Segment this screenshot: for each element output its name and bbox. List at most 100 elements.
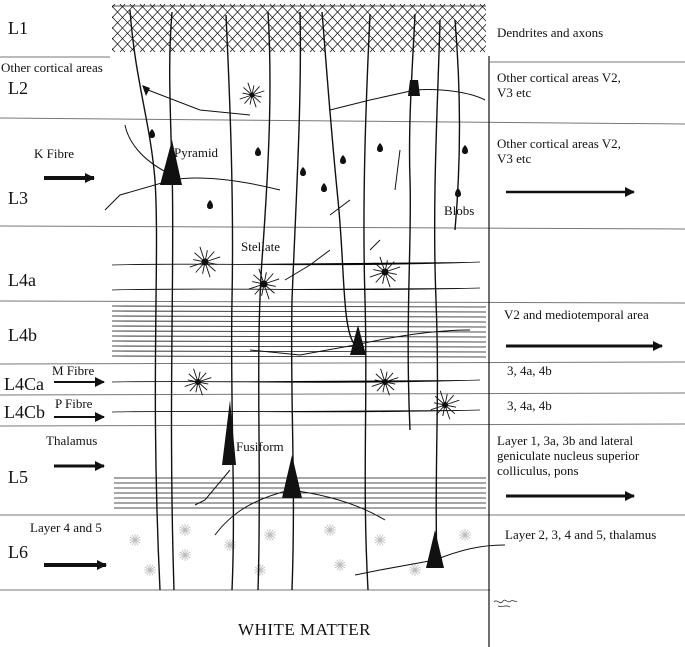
boundary-l4ca-l4cb	[0, 392, 685, 396]
branch-dendrites	[104, 89, 506, 576]
stellate-ray	[261, 283, 265, 296]
layer-label-l5: L5	[8, 467, 28, 487]
stellate-ray	[384, 271, 397, 275]
artist-signature	[493, 599, 518, 608]
layer-label-l6: L6	[8, 542, 28, 562]
stellate-ray	[263, 283, 276, 287]
stellate-ray	[195, 261, 206, 273]
l4b-pyramid-cell	[350, 325, 366, 355]
label-stellate: Stellate	[241, 239, 280, 254]
boundary-l4b-l4ca	[0, 361, 685, 365]
stellate-ray	[380, 368, 386, 383]
output-l6: Layer 2, 3, 4 and 5, thalamus	[505, 527, 657, 542]
boundary-l4cb-l5	[0, 423, 685, 427]
stellate-ray	[369, 271, 386, 278]
l4b-fibre-line	[111, 325, 487, 328]
blob-drop	[255, 147, 261, 156]
stellate-ray	[439, 390, 446, 406]
l6-stars	[129, 524, 471, 576]
stellate-ray	[263, 278, 280, 285]
stellate-ray	[376, 381, 386, 392]
layer-boundaries	[0, 56, 685, 591]
stellate-ray	[249, 94, 253, 105]
layer-label-l3: L3	[8, 188, 28, 208]
l4b-fibre-line	[111, 340, 487, 343]
blob-drop	[300, 167, 306, 176]
stellate-ray	[251, 90, 265, 96]
blob-drop	[321, 183, 327, 192]
l6-star-ray	[264, 531, 276, 539]
stellate-ray	[371, 381, 386, 387]
l6-star-ray	[254, 566, 266, 574]
stellate-ray	[248, 283, 265, 290]
stellate-ray	[263, 272, 267, 285]
stellate-ray	[444, 404, 456, 415]
l5-pyramid-cell	[282, 455, 302, 498]
l4b-fibre-line	[111, 320, 487, 323]
input-arrows	[44, 173, 107, 570]
horizontal-fibres	[111, 261, 481, 413]
stellate-ray	[263, 283, 275, 294]
l4b-fibre-line	[111, 315, 487, 318]
stellate-rays	[184, 82, 460, 420]
output-arrows	[506, 187, 663, 501]
boundary-l4a-l4b	[0, 300, 685, 304]
stellate-ray	[444, 404, 451, 420]
stellate-ray	[384, 381, 390, 396]
input-layer-4-and-5: Layer 4 and 5	[30, 520, 102, 535]
l4b-fibre-line	[111, 355, 487, 358]
stellate-ray	[373, 269, 386, 273]
stellate-ray	[243, 87, 253, 96]
stellate-ray	[384, 371, 388, 383]
stellate-ray	[197, 381, 203, 396]
input-other-cortical-areas: Other cortical areas	[1, 60, 103, 75]
input-m-fibre: M Fibre	[52, 363, 95, 378]
output-l1: Dendrites and axons	[497, 25, 604, 40]
label-pyramid: Pyramid	[174, 145, 219, 160]
blob-drop	[340, 155, 346, 164]
l4b-fibre-line	[111, 335, 487, 338]
stellate-ray	[384, 271, 391, 288]
blob-drop	[377, 143, 383, 152]
stellate-ray	[247, 82, 253, 96]
stellate-ray	[251, 94, 261, 103]
apical-dendrites	[129, 9, 461, 591]
l6-star-ray	[334, 561, 346, 569]
stellate-ray	[444, 404, 457, 408]
l6-star-ray	[374, 536, 386, 544]
l6-star-ray	[179, 551, 191, 559]
stellate-ray	[384, 271, 396, 282]
stellate-ray	[444, 394, 455, 406]
stellate-ray	[204, 250, 208, 263]
blobs	[149, 129, 468, 209]
stellate-ray	[199, 246, 206, 263]
stellate-ray	[197, 371, 201, 383]
stellate-ray	[375, 271, 386, 283]
l6-star-ray	[179, 526, 191, 534]
stellate-ray	[384, 260, 388, 273]
stellate-ray	[204, 251, 215, 263]
stellate-ray	[197, 372, 207, 383]
blob-drop	[149, 129, 155, 138]
boundary-l2-l3	[0, 117, 685, 125]
stellate-ray	[242, 92, 253, 96]
stellate-ray	[252, 281, 265, 285]
stellate-ray	[384, 381, 396, 385]
stellate-ray	[197, 381, 209, 385]
l6-star-ray	[459, 531, 471, 539]
label-blobs: Blobs	[444, 203, 475, 218]
output-l4b: V2 and mediotemporal area	[504, 307, 649, 322]
input-k-fibre: K Fibre	[34, 146, 75, 161]
stellate-ray	[430, 404, 446, 411]
stellate-ray	[384, 381, 395, 391]
stellate-ray	[384, 266, 401, 273]
stellate-ray	[263, 283, 270, 300]
output-l3: Other cortical areas V2, V3 etc	[497, 136, 621, 166]
output-l5: Layer 1, 3a, 3b and lateral geniculate n…	[497, 433, 640, 478]
fusiform-cell	[222, 400, 236, 465]
l4b-fibre-line	[111, 310, 487, 313]
stellate-ray	[197, 381, 208, 391]
l4b-fibre-line	[111, 350, 487, 353]
